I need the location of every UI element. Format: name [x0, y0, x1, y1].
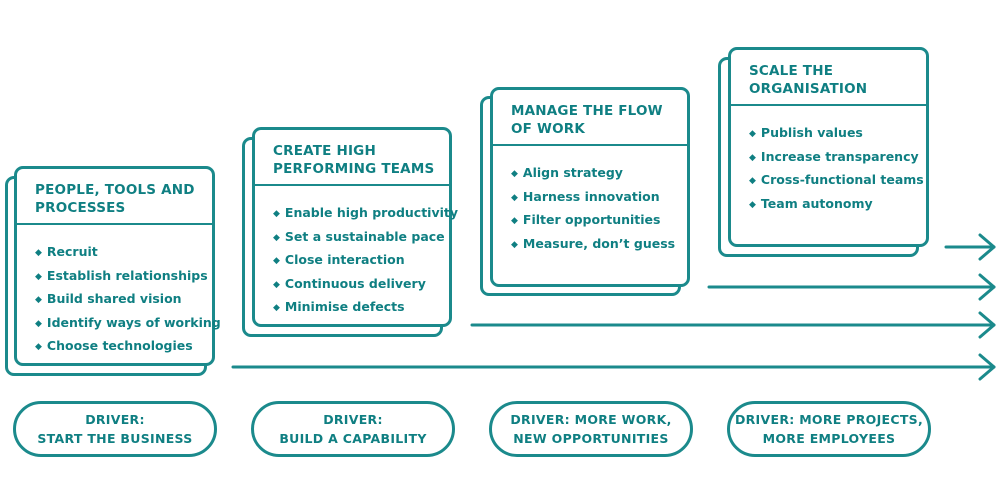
list-item: ◆Identify ways of working [35, 314, 221, 330]
list-item: ◆Continuous delivery [273, 275, 426, 291]
bullet-icon: ◆ [273, 279, 280, 290]
bullet-icon: ◆ [273, 303, 280, 313]
stage-items: ◆Enable high productivity ◆Set a sustain… [255, 186, 459, 320]
bullet-icon: ◆ [35, 248, 42, 258]
bullet-icon: ◆ [749, 176, 756, 186]
bullet-icon: ◆ [749, 129, 756, 139]
list-item: ◆Enable high productivity [273, 205, 459, 220]
list-item: ◆Recruit [35, 244, 98, 259]
list-item: ◆Team autonomy [749, 195, 873, 211]
list-item: ◆Close interaction [273, 252, 405, 267]
stage-title: PEOPLE, TOOLS AND PROCESSES [17, 181, 212, 225]
arrow-stage-2 [470, 311, 996, 339]
bullet-icon: ◆ [35, 271, 42, 282]
bullet-icon: ◆ [273, 232, 280, 243]
bullet-icon: ◆ [511, 239, 518, 250]
driver-more-projects: DRIVER: MORE PROJECTS, MORE EMPLOYEES [727, 401, 931, 457]
list-item: ◆Align strategy [511, 165, 623, 180]
stage-items: ◆Publish values ◆Increase transparency ◆… [731, 106, 926, 216]
list-item: ◆Filter opportunities [511, 212, 661, 227]
arrow-stage-1 [231, 353, 996, 381]
bullet-icon: ◆ [35, 342, 42, 352]
stage-items: ◆Recruit ◆Establish relationships ◆Build… [17, 225, 221, 359]
list-item: ◆Cross-functional teams [749, 172, 924, 187]
stage-items: ◆Align strategy ◆Harness innovation ◆Fil… [493, 146, 687, 256]
list-item: ◆Harness innovation [511, 188, 660, 204]
list-item: ◆Choose technologies [35, 338, 193, 353]
stage-card: MANAGE THE FLOW OF WORK ◆Align strategy … [490, 87, 690, 287]
arrow-stage-4 [944, 233, 996, 261]
bullet-icon: ◆ [511, 169, 518, 179]
list-item: ◆Set a sustainable pace [273, 228, 445, 244]
list-item: ◆Minimise defects [273, 299, 405, 314]
stage-card: PEOPLE, TOOLS AND PROCESSES ◆Recruit ◆Es… [14, 166, 221, 366]
bullet-icon: ◆ [273, 256, 280, 266]
bullet-icon: ◆ [511, 192, 518, 203]
stage-card: CREATE HIGH PERFORMING TEAMS ◆Enable hig… [252, 127, 459, 327]
arrow-stage-3 [707, 273, 996, 301]
stage-card: SCALE THE ORGANISATION ◆Publish values ◆… [728, 47, 929, 247]
bullet-icon: ◆ [273, 209, 280, 219]
stage-title: CREATE HIGH PERFORMING TEAMS [255, 142, 449, 186]
driver-start-the-business: DRIVER: START THE BUSINESS [13, 401, 217, 457]
stage-title: MANAGE THE FLOW OF WORK [493, 102, 687, 146]
driver-build-a-capability: DRIVER: BUILD A CAPABILITY [251, 401, 455, 457]
list-item: ◆Increase transparency [749, 148, 919, 164]
stage-title: SCALE THE ORGANISATION [731, 62, 926, 106]
list-item: ◆Measure, don’t guess [511, 235, 676, 251]
list-item: ◆Establish relationships [35, 267, 208, 283]
bullet-icon: ◆ [35, 318, 42, 329]
bullet-icon: ◆ [35, 295, 42, 305]
list-item: ◆Build shared vision [35, 291, 182, 306]
driver-more-work: DRIVER: MORE WORK, NEW OPPORTUNITIES [489, 401, 693, 457]
list-item: ◆Publish values [749, 125, 863, 140]
bullet-icon: ◆ [511, 216, 518, 226]
bullet-icon: ◆ [749, 152, 756, 163]
bullet-icon: ◆ [749, 199, 756, 210]
